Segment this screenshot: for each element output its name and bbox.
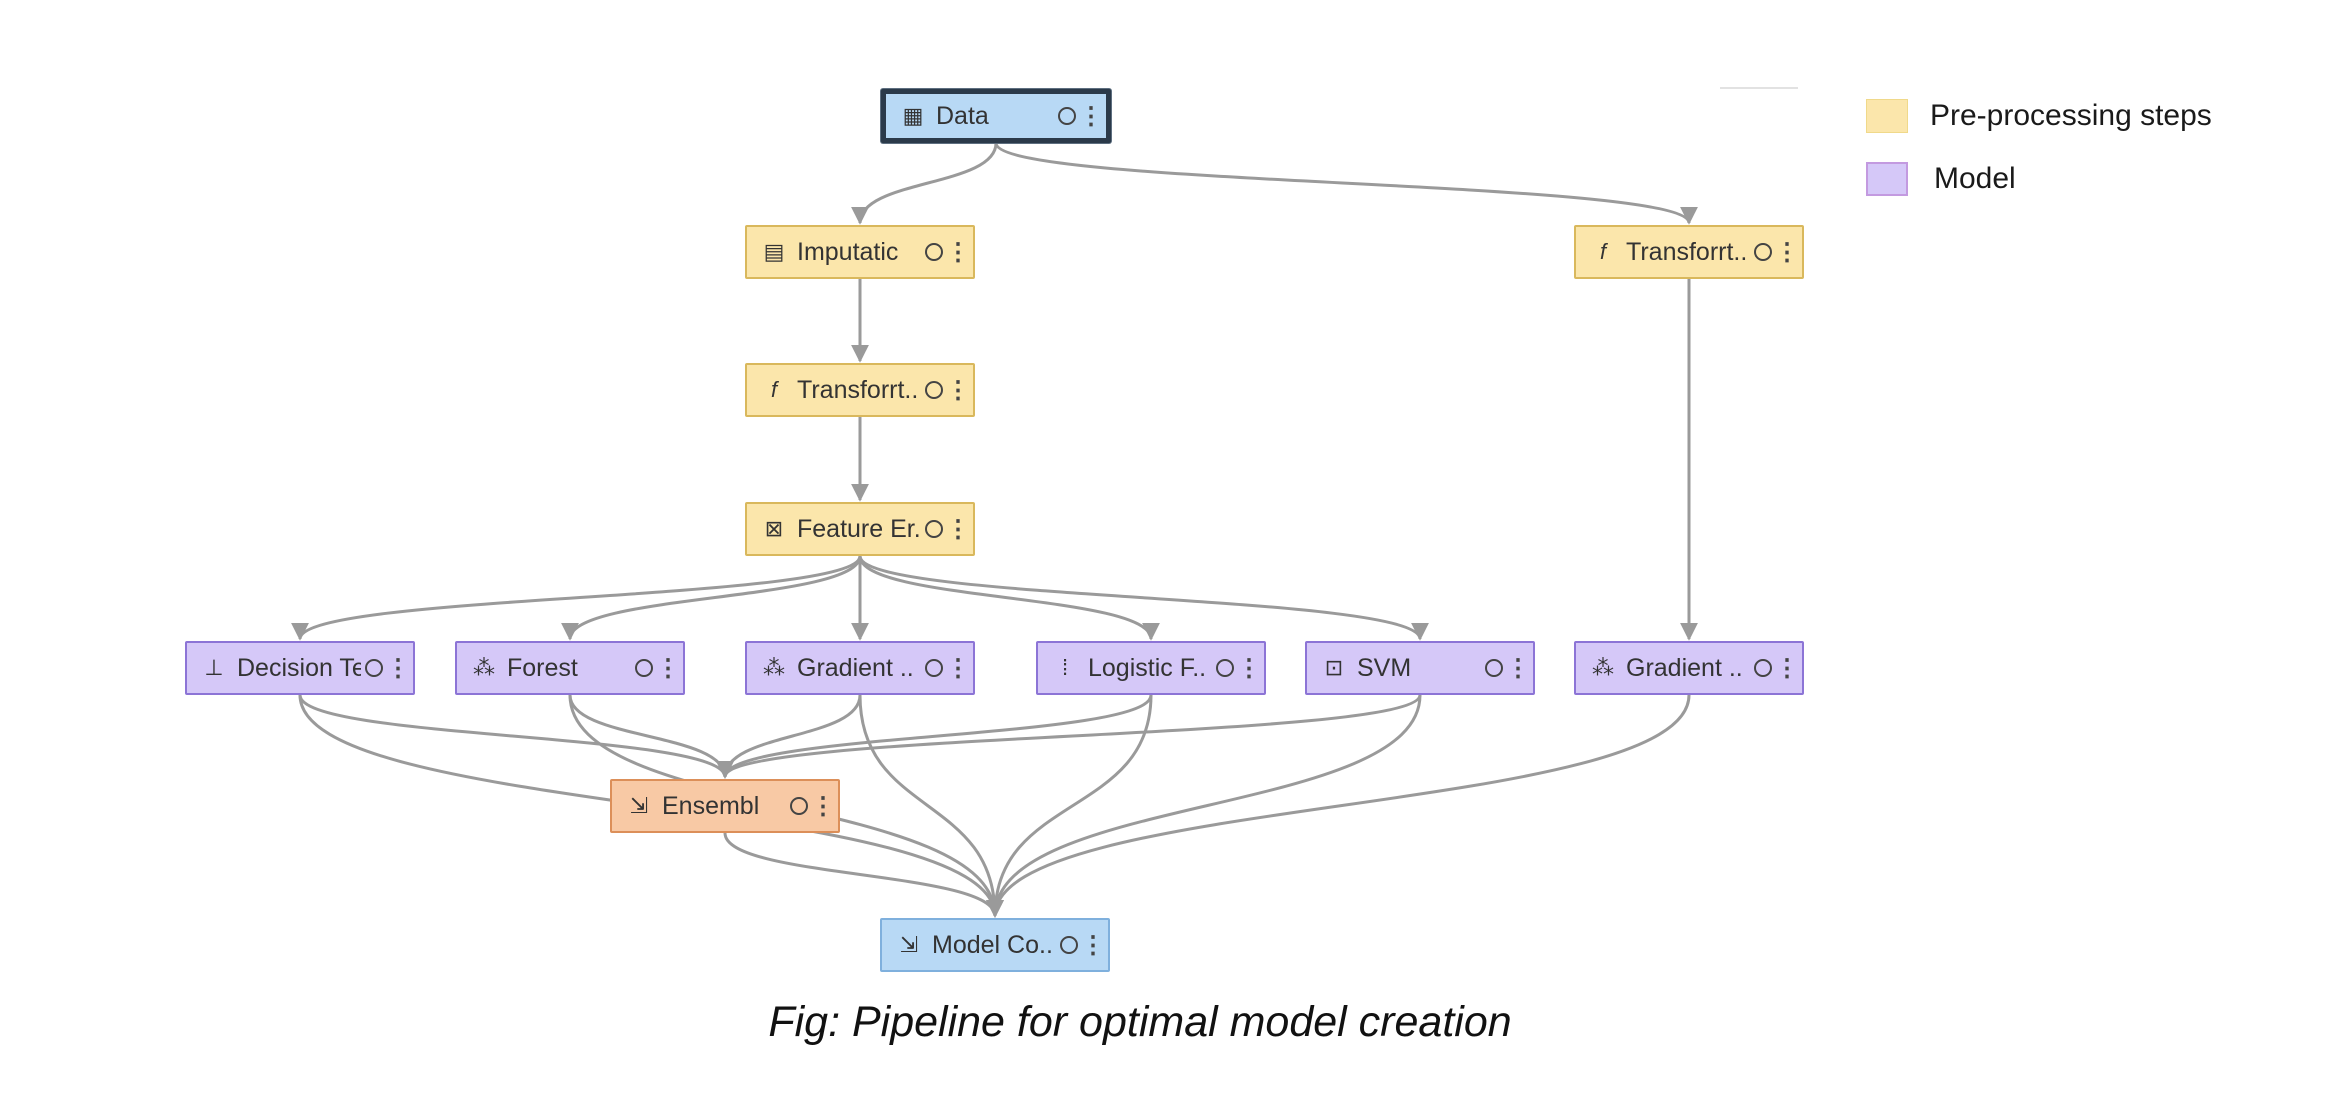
status-circle-icon [925, 659, 943, 677]
edge-feature-to-forest [561, 555, 862, 641]
legend-swatch-model [1866, 162, 1908, 196]
node-ensemble[interactable]: ⇲ Ensembl ⋮ [610, 779, 840, 833]
ensemble-icon: ⇲ [629, 793, 649, 818]
edge-logistic-to-modelcomp [986, 694, 1153, 918]
legend-label: Pre-processing steps [1930, 99, 2212, 132]
node-label: Gradient .. [797, 653, 914, 682]
status-circle-icon [365, 659, 383, 677]
node-feature-extraction[interactable]: ⊠ Feature Er.. ⋮ [745, 502, 975, 556]
legend-swatch-preprocessing [1866, 99, 1908, 133]
status-circle-icon [925, 520, 943, 538]
node-model-comparison[interactable]: ⇲ Model Co.. ⋮ [880, 918, 1110, 972]
edge-gradient2-to-modelcomp [986, 694, 1691, 918]
edge-feature-to-logistic [858, 555, 1160, 641]
node-menu-icon[interactable]: ⋮ [946, 238, 970, 266]
forest-icon: ⁂ [473, 655, 495, 680]
gradient-boosting-icon: ⁂ [1592, 655, 1614, 680]
node-label: SVM [1357, 653, 1412, 682]
node-label: Imputatic [797, 237, 899, 266]
node-imputation[interactable]: ▤ Imputatic ⋮ [745, 225, 975, 279]
node-label: Transforrt.. [1626, 237, 1748, 266]
legend-label: Model [1934, 162, 2016, 195]
node-label: Ensembl [662, 791, 760, 820]
node-label: Transforrt.. [797, 375, 919, 404]
status-circle-icon [1060, 936, 1078, 954]
model-comparison-icon: ⇲ [899, 932, 919, 957]
status-circle-icon [635, 659, 653, 677]
edge-gradient1-to-modelcomp [858, 694, 1004, 918]
node-label: Data [936, 101, 989, 130]
node-menu-icon[interactable]: ⋮ [386, 654, 410, 682]
logistic-regression-icon: ⁞ [1061, 655, 1069, 680]
edge-ensemble-to-modelcomp [723, 832, 1004, 918]
node-data[interactable]: ▦ Data ⋮ [881, 89, 1111, 143]
node-menu-icon[interactable]: ⋮ [1775, 238, 1799, 266]
legend-item-preprocessing: Pre-processing steps [1866, 99, 2212, 133]
feature-extraction-icon: ⊠ [764, 516, 784, 541]
edge-dtree-to-ensemble [298, 694, 734, 779]
node-menu-icon[interactable]: ⋮ [1506, 654, 1530, 682]
edge-feature-to-svm [858, 555, 1429, 641]
node-menu-icon[interactable]: ⋮ [1775, 654, 1799, 682]
edge-data-to-imputation [851, 142, 998, 225]
edge-svm-to-modelcomp [986, 694, 1422, 918]
node-gradient-boosting-2[interactable]: ⁂ Gradient .. ⋮ [1574, 641, 1804, 695]
node-label: Feature Er.. [797, 514, 921, 543]
node-decision-tree[interactable]: ⊥ Decision Tee ⋮ [185, 641, 415, 695]
status-circle-icon [1216, 659, 1234, 677]
node-menu-icon[interactable]: ⋮ [1081, 931, 1105, 959]
node-forest[interactable]: ⁂ Forest ⋮ [455, 641, 685, 695]
edge-forest-to-ensemble [568, 694, 734, 779]
node-transformations[interactable]: f Transforrt.. ⋮ [745, 363, 975, 417]
node-menu-icon[interactable]: ⋮ [656, 654, 680, 682]
node-svm[interactable]: ⊡ SVM ⋮ [1305, 641, 1535, 695]
edge-data-to-transform2 [994, 142, 1698, 225]
legend-divider [1720, 87, 1798, 89]
figure-caption: Fig: Pipeline for optimal model creation [768, 998, 1512, 1046]
gradient-boosting-icon: ⁂ [763, 655, 785, 680]
imputation-icon: ▤ [763, 239, 785, 264]
legend-item-model: Model [1866, 162, 2016, 196]
node-gradient-boosting[interactable]: ⁂ Gradient .. ⋮ [745, 641, 975, 695]
node-label: Model Co.. [932, 930, 1053, 959]
status-circle-icon [925, 381, 943, 399]
status-circle-icon [1058, 107, 1076, 125]
node-label: Gradient .. [1626, 653, 1743, 682]
node-menu-icon[interactable]: ⋮ [811, 792, 835, 820]
node-label: Decision Tee [237, 653, 361, 682]
decision-tree-icon: ⊥ [204, 655, 224, 680]
node-menu-icon[interactable]: ⋮ [1237, 654, 1261, 682]
node-menu-icon[interactable]: ⋮ [946, 654, 970, 682]
edge-feature-to-dtree [291, 555, 862, 641]
node-logistic-regression[interactable]: ⁞ Logistic F.. ⋮ [1036, 641, 1266, 695]
node-menu-icon[interactable]: ⋮ [946, 376, 970, 404]
node-menu-icon[interactable]: ⋮ [946, 515, 970, 543]
edge-svm-to-ensemble [716, 694, 1422, 779]
status-circle-icon [790, 797, 808, 815]
node-transformations-2[interactable]: f Transforrt.. ⋮ [1574, 225, 1804, 279]
status-circle-icon [1485, 659, 1503, 677]
node-label: Forest [507, 653, 578, 682]
status-circle-icon [1754, 659, 1772, 677]
status-circle-icon [925, 243, 943, 261]
status-circle-icon [1754, 243, 1772, 261]
function-icon: f [770, 377, 778, 402]
node-menu-icon[interactable]: ⋮ [1079, 102, 1103, 130]
edge-logistic-to-ensemble [716, 694, 1153, 779]
node-label: Logistic F.. [1088, 653, 1207, 682]
table-icon: ▦ [902, 103, 924, 128]
svm-icon: ⊡ [1324, 655, 1344, 680]
function-icon: f [1599, 239, 1607, 264]
